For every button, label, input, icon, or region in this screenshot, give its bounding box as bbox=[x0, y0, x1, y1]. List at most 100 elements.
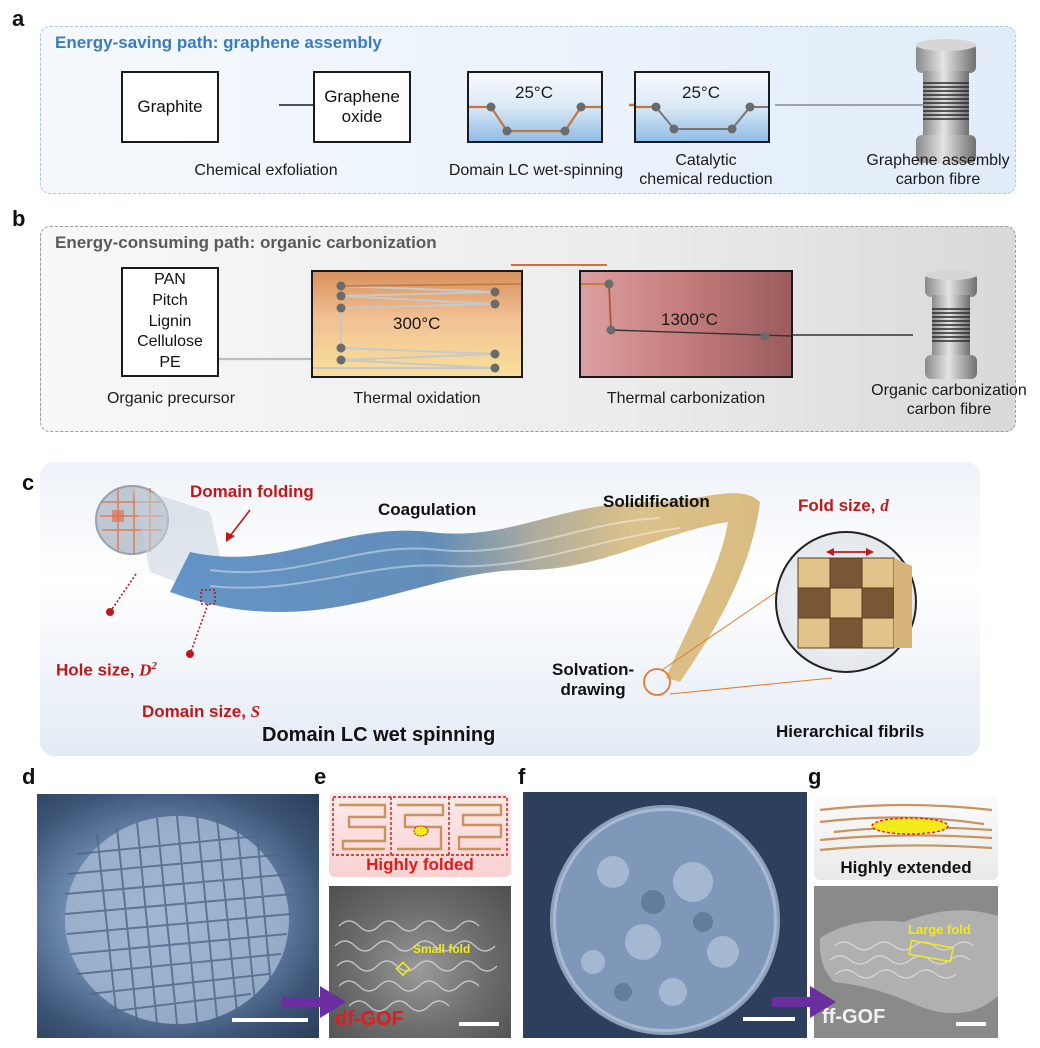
domain-size-text: Domain size, bbox=[142, 702, 251, 721]
wrinkled-texture bbox=[334, 920, 498, 1012]
rough-circular-cross-section bbox=[550, 805, 780, 1035]
oxidation-temperature: 300°C bbox=[393, 314, 441, 333]
roller-icon bbox=[576, 102, 586, 112]
spinning-temperature: 25°C bbox=[515, 83, 553, 102]
fold-size-symbol: d bbox=[880, 496, 889, 515]
graphite-box: Graphite bbox=[121, 71, 219, 143]
panel-letter-f: f bbox=[518, 764, 526, 789]
panel-b-title: Energy-consuming path: organic carboniza… bbox=[55, 233, 437, 252]
thermal-oxidation-oven: 300°C bbox=[311, 270, 523, 378]
caption-domain-lc-wet-spinning: Domain LC wet-spinning bbox=[448, 162, 624, 179]
caption-catalytic-chemical-reduction: Catalytic chemical reduction bbox=[621, 151, 791, 189]
roller-icon bbox=[651, 102, 661, 112]
hole-size-symbol: D bbox=[139, 660, 152, 680]
reduction-temperature: 25°C bbox=[682, 83, 720, 102]
graphene-oxide-line1: Graphene bbox=[324, 87, 400, 107]
scale-bar bbox=[232, 1018, 308, 1022]
panel-letter-c: c bbox=[22, 470, 35, 495]
caption-product-a-line2: carbon fibre bbox=[895, 171, 981, 189]
precursor-pitch: Pitch bbox=[152, 291, 188, 309]
folded-sheet-diagram bbox=[332, 796, 508, 856]
caption-graphene-assembly-carbon-fibre: Graphene assembly carbon fibre bbox=[853, 151, 1023, 189]
caption-product-a-line1: Graphene assembly bbox=[866, 152, 1010, 169]
panel-c-domain-lc-wet-spinning: Domain folding Coagulation Solidificatio… bbox=[40, 462, 980, 756]
panel-letter-b: b bbox=[12, 206, 26, 231]
fibre-spool-icon bbox=[925, 270, 977, 379]
sample-label-ff-gof: ff-GOF bbox=[822, 1006, 886, 1028]
panel-a-title: Energy-saving path: graphene assembly bbox=[55, 33, 382, 52]
roller-icon bbox=[502, 126, 512, 136]
graphite-label: Graphite bbox=[137, 97, 203, 117]
panel-a-energy-saving-path: Energy-saving path: graphene assembly Gr… bbox=[40, 26, 1016, 194]
chemical-reduction-bath: 25°C bbox=[634, 71, 770, 143]
caption-organic-carbonization-carbon-fibre: Organic carbonization carbon fibre bbox=[859, 381, 1039, 419]
carbonization-roller-path bbox=[581, 279, 791, 341]
sem-image-df-gof-cross-section bbox=[37, 794, 319, 1038]
roller-icon bbox=[669, 124, 679, 134]
fibre-spool-icon bbox=[916, 39, 976, 163]
scale-bar bbox=[956, 1022, 986, 1026]
domain-grid-texture bbox=[64, 815, 294, 1025]
precursor-lignin: Lignin bbox=[148, 312, 192, 330]
solvation-line2: drawing bbox=[560, 680, 626, 700]
domain-size-label: Domain size, S bbox=[142, 702, 260, 722]
purple-arrow-icon bbox=[772, 986, 836, 1018]
hierarchical-fibrils-label: Hierarchical fibrils bbox=[776, 722, 925, 741]
small-fold-annotation: Small fold bbox=[413, 942, 471, 956]
sem-image-ff-gof-detail: Large fold ff-GOF bbox=[814, 886, 998, 1038]
sample-label-df-gof: df-GOF bbox=[335, 1008, 404, 1030]
fold-size-label: Fold size, d bbox=[798, 496, 889, 516]
fibre-bundle bbox=[170, 493, 760, 682]
roller-icon bbox=[745, 102, 755, 112]
organic-precursor-box: PAN Pitch Lignin Cellulose PE bbox=[121, 267, 219, 377]
roller-icon bbox=[486, 102, 496, 112]
precursor-cellulose: Cellulose bbox=[137, 333, 203, 351]
solidification-label: Solidification bbox=[603, 492, 710, 511]
purple-arrow-icon bbox=[282, 986, 346, 1018]
scale-bar bbox=[743, 1017, 795, 1021]
spinning-roller-path bbox=[469, 102, 601, 136]
precursor-pe: PE bbox=[159, 354, 181, 372]
panel-letter-g: g bbox=[808, 764, 822, 789]
oxidation-roller-path bbox=[313, 281, 521, 373]
caption-product-b-line2: carbon fibre bbox=[906, 401, 992, 419]
roller-icon bbox=[560, 126, 570, 136]
fold-size-text: Fold size, bbox=[798, 496, 881, 515]
hole-size-label: Hole size, D2 bbox=[56, 660, 157, 681]
highly-folded-label: Highly folded bbox=[366, 855, 474, 874]
wrinkled-texture bbox=[819, 910, 998, 1014]
domain-size-symbol: S bbox=[250, 702, 261, 721]
graphene-oxide-box: Graphene oxide bbox=[313, 71, 411, 143]
caption-thermal-oxidation: Thermal oxidation bbox=[353, 390, 481, 407]
highly-folded-schematic: Highly folded bbox=[329, 793, 511, 877]
highly-extended-label: Highly extended bbox=[840, 858, 972, 877]
panel-letter-a: a bbox=[12, 6, 25, 31]
extended-sheet-diagram bbox=[819, 803, 993, 852]
precursor-pan: PAN bbox=[154, 271, 186, 288]
sem-image-df-gof-detail: Small fold df-GOF bbox=[329, 886, 511, 1038]
hierarchical-fibrils-magnifier bbox=[775, 531, 917, 673]
zoom-region-circle bbox=[643, 668, 671, 696]
panel-b-energy-consuming-path: Energy-consuming path: organic carboniza… bbox=[40, 226, 1027, 432]
highly-extended-schematic: Highly extended bbox=[814, 796, 998, 880]
caption-reduction-line2: chemical reduction bbox=[639, 171, 773, 189]
coagulation-label: Coagulation bbox=[378, 500, 477, 519]
caption-organic-precursor: Organic precursor bbox=[106, 390, 236, 407]
caption-product-b-line1: Organic carbonization bbox=[871, 382, 1027, 399]
wet-spinning-illustration bbox=[95, 485, 917, 696]
domain-folding-label: Domain folding bbox=[190, 482, 314, 501]
solvation-drawing-label: Solvation- drawing bbox=[552, 660, 634, 701]
panel-letter-d: d bbox=[22, 764, 36, 789]
sem-image-ff-gof-cross-section bbox=[523, 792, 807, 1038]
process-title: Domain LC wet spinning bbox=[262, 724, 496, 746]
caption-chemical-exfoliation: Chemical exfoliation bbox=[194, 162, 338, 179]
thermal-carbonization-oven: 1300°C bbox=[579, 270, 793, 378]
caption-thermal-carbonization: Thermal carbonization bbox=[606, 390, 766, 407]
graphene-oxide-line2: oxide bbox=[341, 107, 383, 126]
scale-bar bbox=[459, 1022, 499, 1026]
caption-reduction-line1: Catalytic bbox=[675, 152, 737, 169]
large-fold-annotation: Large fold bbox=[908, 922, 971, 937]
carbonization-temperature: 1300°C bbox=[661, 310, 718, 329]
wet-spinning-bath: 25°C bbox=[467, 71, 603, 143]
roller-icon bbox=[727, 124, 737, 134]
